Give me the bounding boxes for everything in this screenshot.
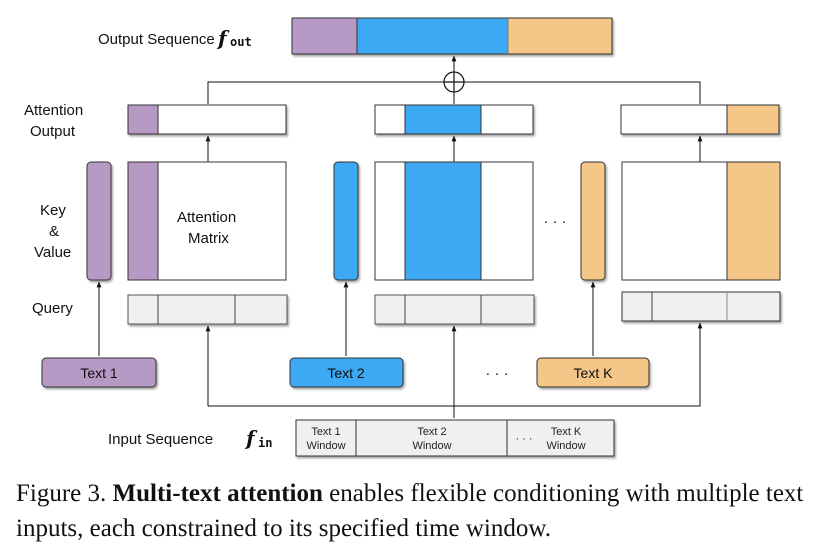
windowk-line1: Text K <box>551 426 582 438</box>
key-label-1: Key <box>40 202 66 219</box>
input-sequence-label: Input Sequence <box>108 431 213 448</box>
column-textk: Text K <box>536 104 781 388</box>
attention-output-label-1: Attention <box>24 102 83 119</box>
window2-line1: Text 2 <box>417 426 446 438</box>
attention-matrix-1: Attention Matrix <box>127 161 287 281</box>
window-ellipsis: · · · <box>515 433 532 445</box>
caption-bold: Multi-text attention <box>112 480 323 507</box>
input-sequence-bar <box>295 419 615 457</box>
key-value-2 <box>333 161 359 281</box>
attention-output-k <box>620 104 780 135</box>
attention-output-1 <box>127 104 287 135</box>
output-sequence-bar <box>291 17 613 55</box>
textk-label: Text K <box>574 365 614 381</box>
window2-line2: Window <box>412 440 451 452</box>
ellipsis-middle: · · · <box>543 213 566 230</box>
attention-output-2 <box>374 104 534 135</box>
connector-branch-1 <box>207 81 444 104</box>
input-symbol: f <box>244 426 258 450</box>
textk-box: Text K <box>536 357 650 388</box>
figure-caption: Figure 3. Multi-text attention enables f… <box>16 476 816 546</box>
output-sequence-label: Output Sequence <box>98 31 215 48</box>
ellipsis-texts: · · · <box>485 365 508 382</box>
output-segment-text2 <box>357 18 508 54</box>
attention-matrix-label-2: Matrix <box>188 230 229 247</box>
text1-box: Text 1 <box>41 357 157 388</box>
key-label-3: Value <box>34 244 71 261</box>
caption-prefix: Figure 3. <box>16 480 113 507</box>
query-label: Query <box>32 300 73 317</box>
output-segment-text1 <box>292 18 357 54</box>
query-2 <box>374 294 535 325</box>
windowk-line2: Window <box>546 440 585 452</box>
window1-line1: Text 1 <box>311 426 340 438</box>
text2-label: Text 2 <box>327 365 365 381</box>
key-label-2: & <box>49 223 59 240</box>
output-segment-textk <box>508 18 612 54</box>
query-k <box>621 291 781 322</box>
output-subscript: out <box>230 35 252 49</box>
query-1 <box>127 294 288 325</box>
key-value-1 <box>86 161 112 281</box>
caption-rest: enables flexible conditioning with multi… <box>16 480 804 542</box>
connector-branch-k <box>464 81 701 104</box>
column-text1: Attention Matrix Text 1 <box>41 104 288 388</box>
attention-matrix-2 <box>374 161 534 281</box>
input-to-query-k <box>208 322 703 407</box>
attention-output-label-2: Output <box>30 123 76 140</box>
column-text2: Text 2 <box>289 104 535 388</box>
input-subscript: in <box>258 436 272 450</box>
output-symbol: f <box>216 26 230 50</box>
attention-matrix-label-1: Attention <box>177 209 236 226</box>
attention-matrix-k <box>621 161 781 281</box>
text2-box: Text 2 <box>289 357 404 388</box>
key-value-k <box>580 161 606 281</box>
multi-text-attention-diagram: Output Sequence f out Attention Output K… <box>24 17 781 457</box>
text1-label: Text 1 <box>80 365 118 381</box>
window1-line2: Window <box>306 440 345 452</box>
